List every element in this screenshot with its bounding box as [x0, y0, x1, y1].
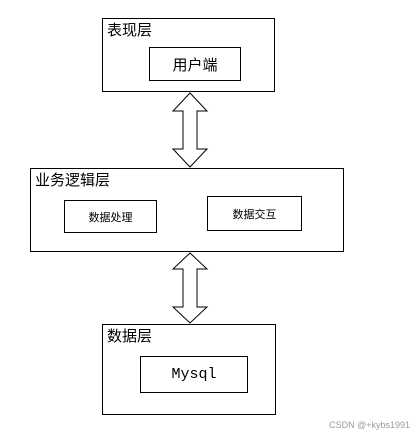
data-processing-box: 数据处理 — [64, 200, 157, 233]
data-processing-label: 数据处理 — [88, 210, 133, 224]
data-interaction-label: 数据交互 — [232, 207, 277, 221]
data-layer-title: 数据层 — [107, 327, 153, 345]
client-box: 用户端 — [149, 47, 241, 81]
presentation-layer: 表现层 用户端 — [102, 18, 275, 92]
data-layer: 数据层 Mysql — [102, 324, 276, 415]
data-interaction-box: 数据交互 — [207, 196, 302, 231]
double-arrow-top-shape — [171, 92, 209, 168]
double-arrow-bottom — [171, 252, 209, 324]
mysql-box: Mysql — [140, 356, 248, 393]
mysql-label: Mysql — [171, 366, 217, 383]
business-layer-title: 业务逻辑层 — [35, 171, 111, 189]
double-arrow-bottom-shape — [171, 252, 209, 324]
presentation-layer-title: 表现层 — [107, 21, 153, 39]
business-layer: 业务逻辑层 数据处理 数据交互 — [30, 168, 344, 252]
watermark: CSDN @+kybs1991 — [329, 420, 410, 430]
double-arrow-top — [171, 92, 209, 168]
client-box-label: 用户端 — [172, 55, 218, 74]
